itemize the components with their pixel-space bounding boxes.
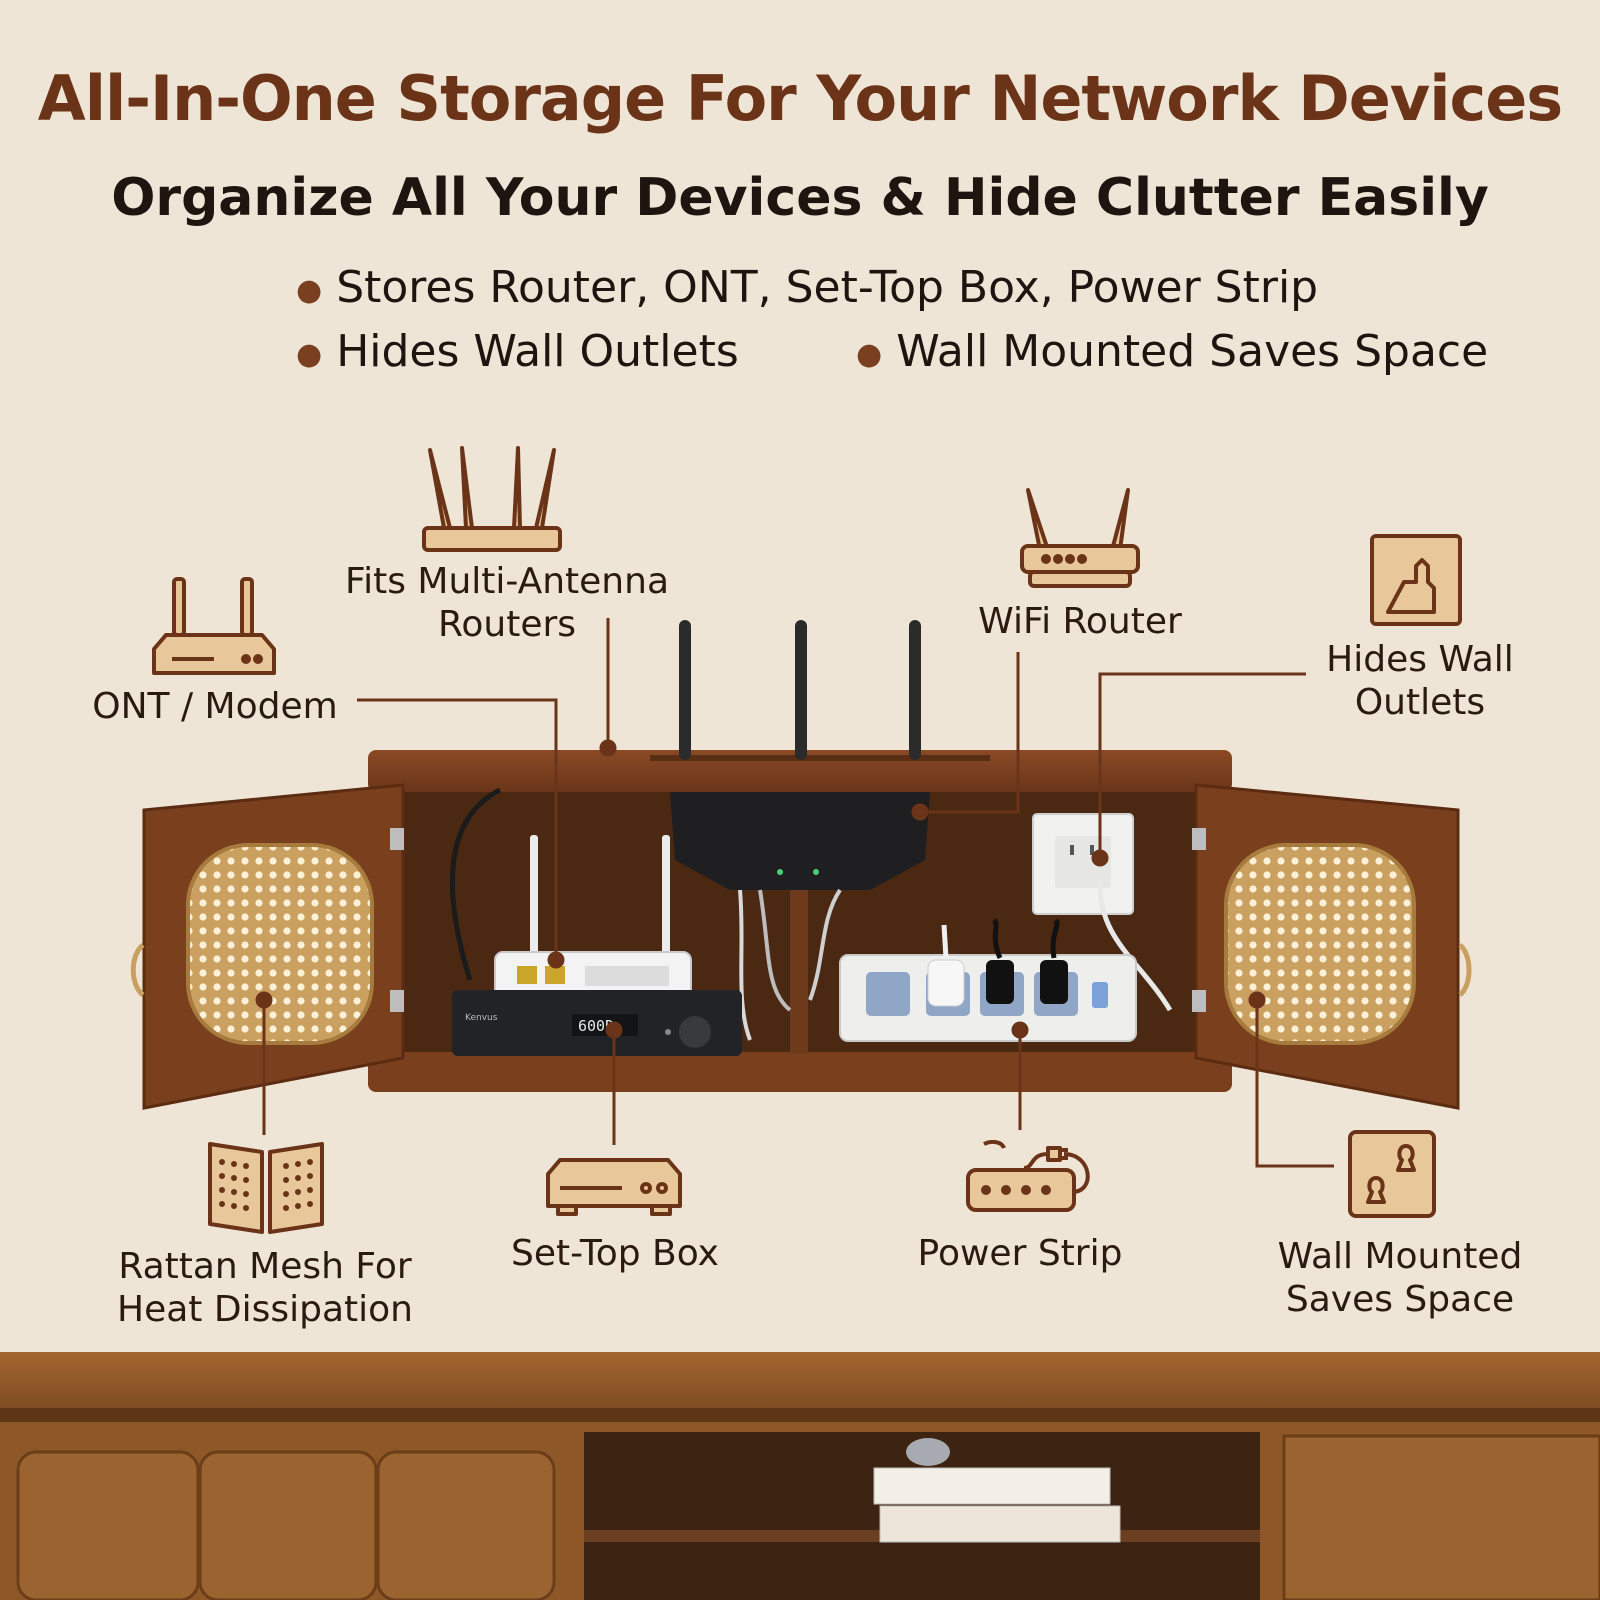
ont-modem-device <box>494 835 692 1001</box>
callout-power-strip: Power Strip <box>917 1233 1123 1274</box>
set-top-box-display: 600D <box>578 1017 614 1035</box>
left-cabinet-door <box>130 783 405 1110</box>
wall-outlet-device <box>1032 813 1173 1012</box>
tv-console <box>0 1352 1600 1600</box>
ont-modem-icon <box>152 577 276 675</box>
callout-set-top-box: Set-Top Box <box>511 1233 719 1274</box>
bullet-item: ●Wall Mounted Saves Space <box>856 326 1489 377</box>
page-subtitle: Organize All Your Devices & Hide Clutter… <box>111 168 1489 228</box>
right-cabinet-door <box>1192 783 1472 1110</box>
callout-rattan-mesh: Rattan Mesh For Heat Dissipation <box>117 1246 413 1330</box>
set-top-box-icon <box>546 1158 682 1216</box>
wifi-router-icon <box>1020 488 1140 588</box>
set-top-box-brand: Kenvus <box>465 1013 498 1023</box>
callout-hides-wall-outlets: Hides Wall Outlets <box>1326 639 1514 723</box>
callout-wall-mounted: Wall Mounted Saves Space <box>1277 1236 1523 1320</box>
power-strip-device <box>839 918 1137 1042</box>
wifi-router-device <box>670 792 930 890</box>
callout-ont-modem: ONT / Modem <box>92 686 338 727</box>
bullet-dot-icon: ● <box>296 272 323 308</box>
callout-leader-lines <box>255 618 1334 1168</box>
power-strip-icon <box>966 1140 1090 1212</box>
multi-antenna-router-icon <box>422 446 562 552</box>
bullet-item: ●Stores Router, ONT, Set-Top Box, Power … <box>296 262 1319 313</box>
callout-multi-antenna: Fits Multi-Antenna Routers <box>345 561 669 645</box>
router-antennas <box>679 620 921 760</box>
wall-outlet-icon <box>1370 534 1462 626</box>
wall-mount-icon <box>1348 1130 1436 1218</box>
bullet-item: ●Hides Wall Outlets <box>296 326 739 377</box>
bullet-dot-icon: ● <box>296 336 323 372</box>
rattan-mesh-icon <box>208 1142 324 1234</box>
page-title: All-In-One Storage For Your Network Devi… <box>37 62 1563 135</box>
callout-wifi-router: WiFi Router <box>978 601 1182 642</box>
bullet-dot-icon: ● <box>856 336 883 372</box>
